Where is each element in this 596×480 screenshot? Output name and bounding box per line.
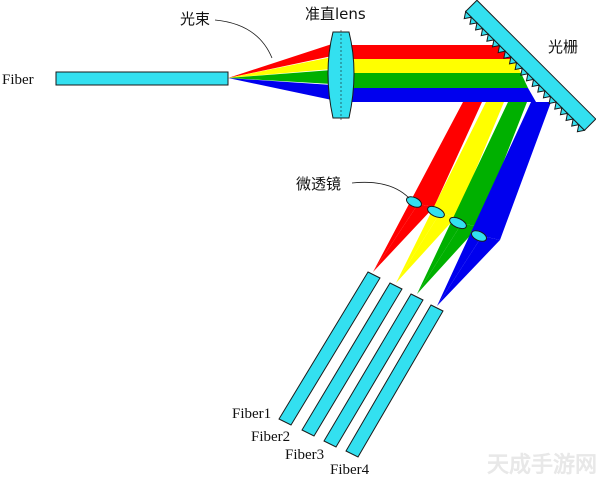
input-fiber [55, 71, 229, 86]
watermark: 天成手游网 [487, 452, 596, 478]
diverging-beam [228, 44, 332, 100]
diffraction-grating [463, 0, 596, 133]
microlens-4 [471, 230, 487, 242]
output-fiber-array [278, 271, 444, 458]
diffracted-beam-red-lower [373, 204, 434, 272]
fiber-input-label: Fiber [2, 72, 34, 88]
grating-label: 光栅 [548, 38, 578, 56]
microlens-leader-line [351, 181, 410, 199]
grating-teeth [463, 10, 586, 133]
diffracted-beam-blue-lower [437, 236, 500, 306]
output-fiber-2 [301, 282, 403, 437]
output-fiber-4 [345, 304, 444, 458]
diverging-beam-blue [228, 78, 332, 100]
beam-label: 光束 [180, 10, 210, 28]
diverging-beam-yellow [228, 57, 332, 78]
diffracted-beam-blue [437, 102, 551, 306]
diverging-beam-green [228, 70, 332, 84]
diffracted-beam-green-lower [417, 223, 478, 294]
diffracted-beam-red [373, 102, 482, 272]
collimated-beam [350, 45, 536, 102]
microlens-array [406, 196, 487, 242]
microlens-label: 微透镜 [296, 175, 341, 193]
leader-lines [214, 19, 410, 199]
collimating-lens-label: 准直lens [305, 5, 366, 23]
collimated-beam-blue [350, 88, 536, 102]
collimated-beam-green [350, 73, 528, 88]
output-fiber-1 [278, 271, 381, 426]
fiber-output-label-4: Fiber4 [330, 462, 370, 478]
diffracted-beam-green [417, 102, 527, 294]
fiber-output-label-2: Fiber2 [251, 429, 290, 445]
diffracted-beam-yellow [396, 102, 504, 283]
output-fiber-3 [323, 293, 424, 448]
microlens-1 [406, 196, 422, 208]
fiber-output-label-1: Fiber1 [232, 406, 271, 422]
diffracted-beams [373, 102, 551, 306]
diverging-beam-red [228, 44, 332, 78]
microlens-3 [449, 216, 467, 230]
beam-leader-line [214, 19, 273, 59]
fiber-output-label-3: Fiber3 [285, 447, 324, 463]
diffracted-beam-yellow-lower [396, 213, 456, 283]
microlens-2 [427, 205, 445, 219]
collimated-beam-red [350, 45, 514, 59]
collimated-beam-yellow [350, 59, 521, 73]
